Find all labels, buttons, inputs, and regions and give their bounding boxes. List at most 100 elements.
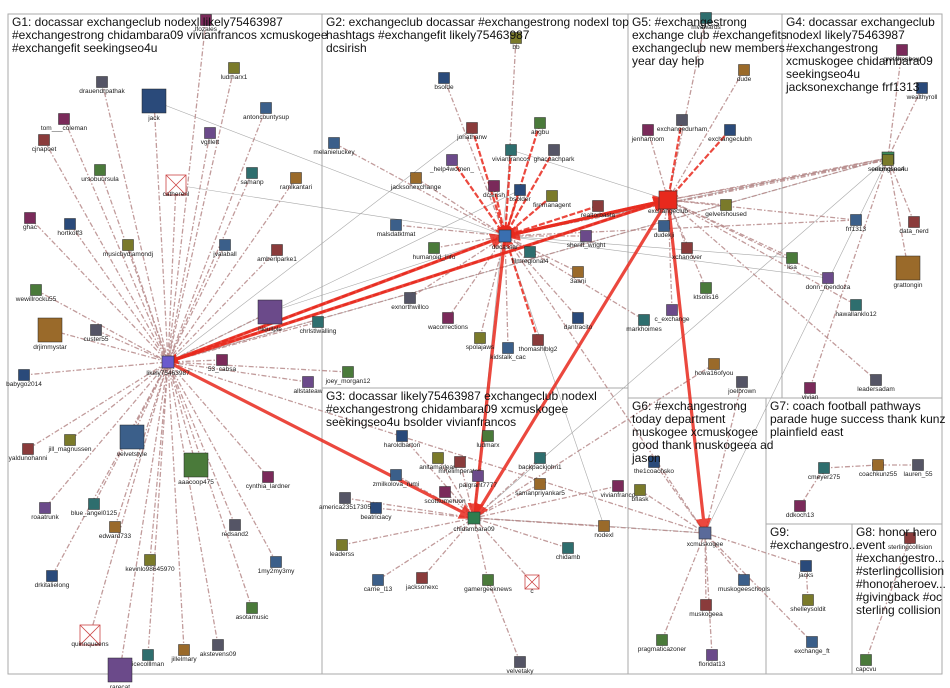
node-hortkoff3[interactable] [64,218,76,230]
node-cmeyer275[interactable] [818,462,830,474]
node-mrtelimperatori[interactable] [454,456,466,468]
node-vivian[interactable] [804,382,816,394]
node-kevinlo98645970[interactable] [144,554,156,566]
node-firemanagent[interactable] [546,190,558,202]
node-realtorbasta[interactable] [592,200,604,212]
node-cynthia_lardner[interactable] [262,471,274,483]
node-wacorrections[interactable] [442,312,454,324]
node-docassar[interactable] [498,229,512,243]
node-beatriciacy[interactable] [370,502,382,514]
node-dudekji[interactable] [658,220,670,232]
node-blue_angel0125[interactable] [88,498,100,510]
node-carrie_l13[interactable] [372,574,384,586]
node-capcvu[interactable] [860,654,872,666]
node-pragmaticazoner[interactable] [656,634,668,646]
node-likely75463987[interactable] [161,355,175,369]
node-ursobuursula[interactable] [94,164,106,176]
node-edward733[interactable] [109,521,121,533]
node-tom_coleman[interactable] [58,113,70,125]
node-leaderss[interactable] [336,539,348,551]
node-jack[interactable] [141,88,167,114]
node-jonathanw[interactable] [466,122,478,134]
node-cjnapoet[interactable] [38,134,50,146]
node-akstevens09[interactable] [212,639,224,651]
node-bflask[interactable] [634,484,646,496]
node-mvdwards[interactable] [700,12,712,24]
node-yaldunohanni[interactable] [22,443,34,455]
node-exchange_ft[interactable] [806,636,818,648]
node-jillelmary[interactable] [178,644,190,656]
node-ahgbu[interactable] [534,117,546,129]
node-help4women[interactable] [446,154,458,166]
node-drkitalielong[interactable] [46,570,58,582]
node-exchangeclub[interactable] [658,190,678,210]
node-drjimmystar[interactable] [37,317,63,343]
node-xcmuskogee[interactable] [698,526,712,540]
node-gelvelshoused[interactable] [720,199,732,211]
node-floridat13[interactable] [706,649,718,661]
node-sheriff_wright[interactable] [580,230,592,242]
node-filmregional4[interactable] [524,246,536,258]
node-ludmarx[interactable] [482,430,494,442]
node-wealthyroll[interactable] [916,82,928,94]
node-hawallanklo12[interactable] [850,299,862,311]
node-1my2my3my[interactable] [270,556,282,568]
node-lauren_55[interactable] [912,459,924,471]
node-samanpriyankar5[interactable] [534,478,546,490]
node-malsdatktmat[interactable] [390,219,402,231]
node-amberlparke1[interactable] [271,244,283,256]
node-humanoid_info[interactable] [428,242,440,254]
node-bsolder[interactable] [514,184,526,196]
node-data_nerd[interactable] [908,216,920,228]
node-the1coachsko[interactable] [648,456,660,468]
node-sterlingcollision[interactable] [904,532,916,544]
node-vgillett[interactable] [204,127,216,139]
node-shelleysoldit[interactable] [802,594,814,606]
node-anitamarlean[interactable] [432,452,444,464]
node-c_exchange[interactable] [666,304,678,316]
node-drauendrpathak[interactable] [96,76,108,88]
node-coachkunz55[interactable] [872,459,884,471]
node-thomashlblg2[interactable] [532,334,544,346]
node-ddkoch13[interactable] [794,500,806,512]
node-gretchenbow[interactable] [896,44,908,56]
node-3aani[interactable] [572,266,584,278]
node-53_cabsa[interactable] [216,354,228,366]
node-asotamusic[interactable] [246,602,258,614]
node-exchangedurham[interactable] [676,114,688,126]
node-antoncountysup[interactable] [260,102,272,114]
node-howa16ofyou[interactable] [708,358,720,370]
node-markhoimes[interactable] [638,314,650,326]
node-melanieluckey[interactable] [328,137,340,149]
node-ludmarx1[interactable] [228,62,240,74]
node-backpackjohn1[interactable] [534,452,546,464]
node-roaatrunk[interactable] [39,502,51,514]
node-samanp[interactable] [246,167,258,179]
node-redsand2[interactable] [229,519,241,531]
node-lfozales[interactable] [200,14,212,26]
node-vivianfrancos[interactable] [505,144,517,156]
node-ramlkantari[interactable] [290,172,302,184]
node-icecolllman[interactable] [142,649,154,661]
node-hiquilple[interactable] [257,299,283,325]
node-america23517305[interactable] [339,492,351,504]
node-haroldbarton[interactable] [396,430,408,442]
node-dcsirish[interactable] [488,180,500,192]
node-dude[interactable] [738,64,750,76]
node-nodexl[interactable] [598,520,610,532]
node-joey_morgan12[interactable] [342,366,354,378]
node-exnorthwillco[interactable] [404,292,416,304]
node-musicbydiamondj[interactable] [122,239,134,251]
node-zmilkolova_rumi[interactable] [390,469,402,481]
node-kidstalk_cac[interactable] [502,342,514,354]
node-lisa[interactable] [786,252,798,264]
node-velvetaky[interactable] [514,656,526,668]
node-muskogeea[interactable] [700,599,712,611]
node-jacks[interactable] [800,560,812,572]
node-chidambara09[interactable] [467,511,481,525]
node-ghac[interactable] [24,212,36,224]
node-dantracito[interactable] [572,312,584,324]
node-donn_mendoza[interactable] [822,272,834,284]
node-allstateaw[interactable] [302,376,314,388]
node-exchangeclubh[interactable] [724,124,736,136]
